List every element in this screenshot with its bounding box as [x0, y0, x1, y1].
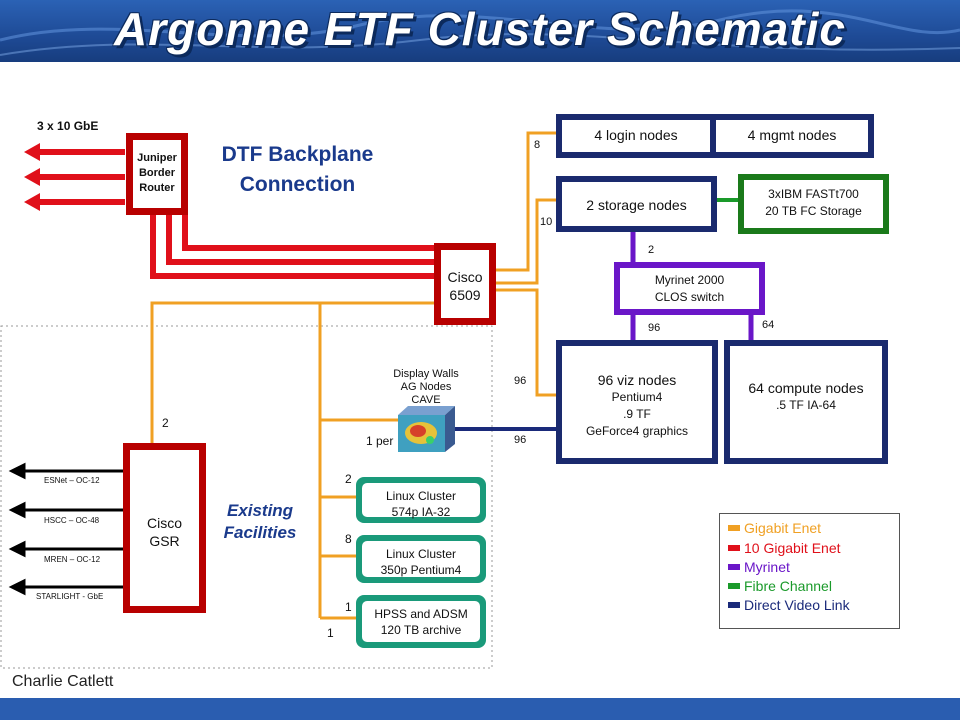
count-video: 96 [514, 434, 527, 446]
count-switch-viz: 96 [648, 322, 661, 334]
banner-decoration [0, 9, 960, 56]
external-link-arrows [8, 462, 124, 596]
count-switch-compute: 64 [762, 319, 775, 331]
count-linux350: 8 [345, 532, 352, 546]
count-linux574: 2 [345, 472, 352, 486]
backplane-links [150, 215, 435, 279]
uplink-arrows [36, 149, 125, 205]
count-storage-switch: 2 [648, 244, 655, 256]
login-nodes-label: 4 login nodes [594, 127, 678, 143]
legend-swatch [728, 564, 740, 570]
display-cube-icon [398, 406, 455, 452]
count-login: 8 [534, 139, 541, 151]
external-link-label: MREN – OC-12 [44, 555, 101, 564]
storage-nodes-label: 2 storage nodes [586, 197, 687, 213]
mgmt-nodes-label: 4 mgmt nodes [747, 127, 837, 143]
count-storage: 10 [540, 216, 553, 228]
legend-swatch [728, 525, 740, 531]
uplink-label: 3 x 10 GbE [37, 119, 99, 133]
external-link-label: HSCC – OC-48 [44, 516, 100, 525]
count-per: 1 per [366, 434, 394, 448]
external-link-label: ESNet – OC-12 [44, 476, 100, 485]
count-cisco-viz: 96 [514, 375, 527, 387]
legend: Gigabit Enet 10 Gigabit Enet Myrinet Fib… [719, 513, 900, 629]
footer-bar [0, 698, 960, 720]
slide-title: Argonne ETF Cluster Schematic [114, 3, 846, 55]
compute-nodes-label: 64 compute nodes .5 TF IA-64 [748, 380, 864, 412]
count-gsr: 2 [162, 416, 169, 430]
count-hpss-a: 1 [345, 600, 352, 614]
legend-swatch [728, 545, 740, 551]
author-name: Charlie Catlett [12, 673, 114, 690]
gigabit-links [150, 131, 556, 620]
legend-swatch [728, 583, 740, 589]
legend-swatch [728, 602, 740, 608]
existing-facilities-region [0, 325, 493, 669]
external-link-label: STARLIGHT - GbE [36, 592, 104, 601]
count-hpss-b: 1 [327, 626, 334, 640]
myrinet-links [630, 232, 754, 340]
